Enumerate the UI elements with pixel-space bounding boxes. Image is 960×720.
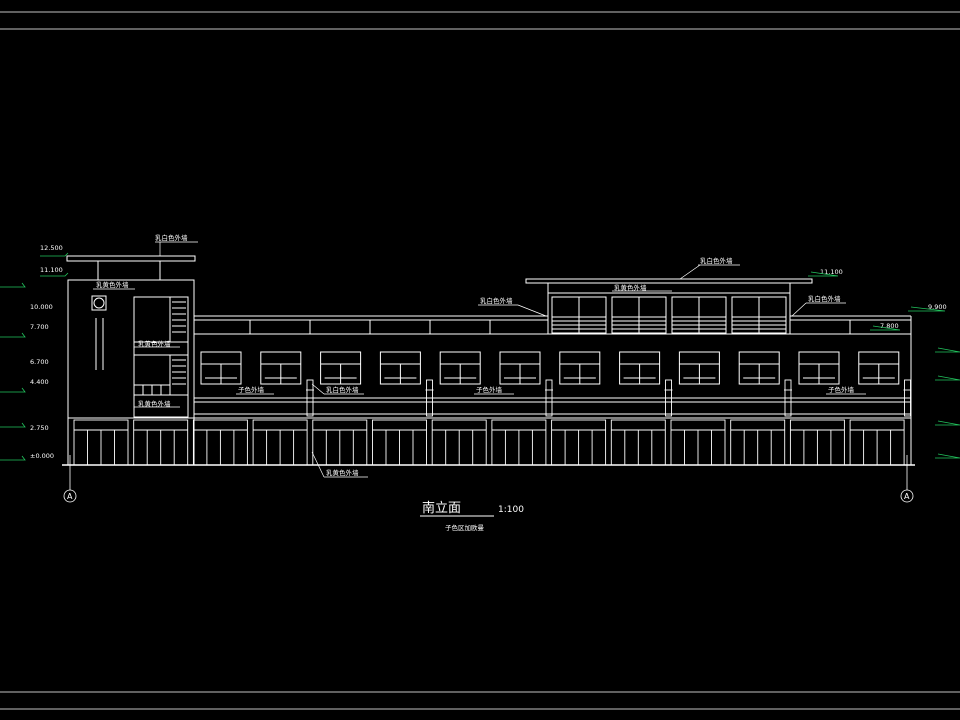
level-11100: 11.100 (40, 266, 63, 274)
label-upper-roof: 乳白色外墙 (700, 256, 733, 265)
column (664, 379, 673, 417)
storefronts (73, 419, 905, 466)
label-tower-mid: 乳黄色外墙 (138, 339, 171, 348)
upper-windows (200, 351, 900, 385)
label-band-right: 子色外墙 (828, 385, 855, 394)
window (379, 351, 421, 385)
storefront-bay (551, 419, 607, 466)
storefront-bay (192, 419, 248, 466)
column (784, 379, 792, 417)
label-band-mid: 子色外墙 (476, 385, 503, 394)
storefront-bay (789, 419, 845, 466)
label-band-left2: 乳白色外墙 (326, 385, 359, 394)
axis-markers (63, 455, 914, 503)
window (439, 351, 481, 385)
level-0000: ±0.000 (30, 452, 54, 460)
axis-label-right: A (904, 492, 910, 501)
penthouse-window (611, 296, 667, 334)
storefront-bay (670, 419, 726, 466)
level-2750: 2.750 (30, 424, 49, 432)
storefront-bay (133, 419, 189, 466)
label-band-left: 子色外墙 (238, 385, 265, 394)
level-right-7800: 7.800 (880, 322, 899, 330)
window (678, 351, 720, 385)
level-labels: 12.500 11.100 10.000 7.700 6.700 4.400 2… (30, 244, 947, 460)
level-7700: 7.700 (30, 323, 49, 331)
label-tower-low: 乳黄色外墙 (138, 399, 171, 408)
column (425, 379, 434, 417)
window (619, 351, 661, 385)
building-outline (62, 255, 915, 466)
penthouse-window (551, 296, 607, 334)
window (798, 351, 840, 385)
window (260, 351, 302, 385)
drawing-scale: 1:100 (498, 505, 524, 515)
level-10000: 10.000 (30, 303, 53, 311)
storefront-bay (252, 419, 308, 466)
penthouse-window (731, 296, 787, 334)
storefront-bay (491, 419, 547, 466)
level-marks-left (0, 252, 69, 461)
storefront-bay (431, 419, 487, 466)
drawing-subtitle: 子色区加欧曼 (445, 523, 485, 532)
label-tower-top: 乳黄色外墙 (96, 280, 129, 289)
column (545, 379, 553, 417)
level-4400: 4.400 (30, 378, 49, 386)
annotation-labels: 乳白色外墙 乳黄色外墙 乳黄色外墙 乳黄色外墙 乳白色外墙 乳黄色外墙 乳白色外… (96, 233, 855, 477)
storefront-bay (730, 419, 786, 466)
label-parapet-tower: 乳白色外墙 (155, 233, 188, 242)
window (559, 351, 601, 385)
column (903, 379, 912, 417)
level-12500: 12.500 (40, 244, 63, 252)
window (738, 351, 780, 385)
window (499, 351, 541, 385)
drawing-frame (0, 11, 960, 710)
level-marks-right (808, 271, 960, 459)
storefront-bay (312, 419, 368, 466)
storefront-bay (849, 419, 905, 466)
penthouse-windows (551, 296, 787, 334)
label-upper-level: 乳黄色外墙 (614, 283, 647, 292)
penthouse-window (671, 296, 727, 334)
level-6700: 6.700 (30, 358, 49, 366)
storefront-bay (372, 419, 427, 466)
level-right-11100: 11.100 (820, 268, 843, 276)
axis-label-left: A (67, 492, 73, 501)
column (306, 379, 314, 417)
columns (306, 379, 912, 417)
label-ground: 乳黄色外墙 (326, 468, 359, 477)
label-setback-right: 乳白色外墙 (808, 294, 841, 303)
label-setback-left: 乳白色外墙 (480, 296, 513, 305)
window (320, 351, 362, 385)
level-right-9900: 9.900 (928, 303, 947, 311)
storefront-bay (73, 419, 129, 466)
window (200, 351, 242, 385)
storefront-bay (610, 419, 666, 466)
annotation-leaders (93, 241, 866, 478)
window (858, 351, 900, 385)
drawing-title: 南立面 (422, 500, 461, 516)
